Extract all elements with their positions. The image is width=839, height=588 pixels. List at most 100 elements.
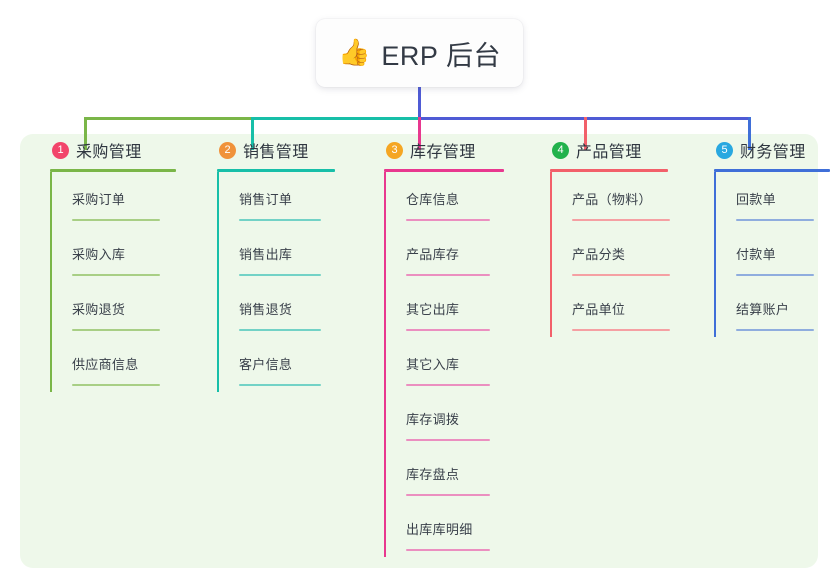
leaf-item[interactable]: 库存盘点 [406, 447, 529, 502]
leaf-label: 供应商信息 [72, 357, 139, 372]
leaf-item[interactable]: 供应商信息 [72, 337, 195, 392]
branch-header-1[interactable]: 1 采购管理 [30, 134, 195, 166]
branch-column-5: 5 财务管理回款单付款单结算账户 [694, 134, 839, 337]
leaf-label: 产品（物料） [572, 192, 652, 207]
branch-header-5[interactable]: 5 财务管理 [694, 134, 839, 166]
leaf-item[interactable]: 其它入库 [406, 337, 529, 392]
branch-title: 财务管理 [740, 144, 806, 161]
branch-spine [550, 172, 552, 337]
leaf-rule [736, 329, 814, 331]
leaf-rule [239, 329, 321, 331]
leaf-item[interactable]: 客户信息 [239, 337, 362, 392]
leaf-rule [239, 274, 321, 276]
leaf-label: 采购退货 [72, 302, 126, 317]
root-node[interactable]: 👍 ERP 后台 [316, 19, 523, 87]
leaf-item[interactable]: 销售出库 [239, 227, 362, 282]
leaf-label: 客户信息 [239, 357, 293, 372]
leaf-label: 库存调拨 [406, 412, 460, 427]
leaf-item[interactable]: 出库库明细 [406, 502, 529, 557]
branch-title: 采购管理 [76, 144, 142, 161]
branch-header-rule [714, 169, 830, 172]
root-title: ERP 后台 [381, 40, 501, 71]
branch-number-badge: 4 [552, 141, 569, 159]
branch-number-badge: 5 [716, 141, 733, 159]
leaf-item[interactable]: 采购订单 [72, 172, 195, 227]
branch-number-badge: 2 [219, 141, 236, 159]
branch-leaf-list: 产品（物料） 产品分类产品单位 [550, 172, 695, 337]
branch-number-badge: 3 [386, 141, 403, 159]
branch-leaf-list: 回款单付款单结算账户 [714, 172, 839, 337]
column-container: 1 采购管理采购订单采购入库采购退货供应商信息 2 销售管理销售订单销售出库销售退货客… [0, 134, 839, 574]
leaf-item[interactable]: 产品分类 [572, 227, 695, 282]
branch-leaf-list: 销售订单销售出库销售退货客户信息 [217, 172, 362, 392]
branch-header-rule [217, 169, 335, 172]
leaf-rule [406, 439, 490, 441]
leaf-rule [736, 219, 814, 221]
leaf-item[interactable]: 结算账户 [736, 282, 839, 337]
leaf-rule [406, 384, 490, 386]
leaf-item[interactable]: 采购退货 [72, 282, 195, 337]
leaf-rule [72, 329, 160, 331]
leaf-item[interactable]: 仓库信息 [406, 172, 529, 227]
leaf-rule [572, 329, 670, 331]
branch-title: 销售管理 [243, 144, 309, 161]
leaf-label: 出库库明细 [406, 522, 473, 537]
leaf-label: 销售退货 [239, 302, 293, 317]
leaf-label: 付款单 [736, 247, 776, 262]
branch-spine [217, 172, 219, 392]
leaf-label: 库存盘点 [406, 467, 460, 482]
branch-column-2: 2 销售管理销售订单销售出库销售退货客户信息 [197, 134, 362, 392]
leaf-item[interactable]: 回款单 [736, 172, 839, 227]
leaf-label: 其它出库 [406, 302, 460, 317]
branch-column-4: 4 产品管理产品（物料） 产品分类产品单位 [530, 134, 695, 337]
leaf-rule [72, 274, 160, 276]
branch-column-3: 3 库存管理仓库信息产品库存其它出库其它入库库存调拨库存盘点出库库明细 [364, 134, 529, 557]
leaf-rule [406, 274, 490, 276]
leaf-label: 销售订单 [239, 192, 293, 207]
leaf-label: 销售出库 [239, 247, 293, 262]
leaf-item[interactable]: 其它出库 [406, 282, 529, 337]
branch-column-1: 1 采购管理采购订单采购入库采购退货供应商信息 [30, 134, 195, 392]
leaf-label: 结算账户 [736, 302, 790, 317]
branch-header-rule [50, 169, 176, 172]
branch-header-2[interactable]: 2 销售管理 [197, 134, 362, 166]
leaf-label: 产品单位 [572, 302, 626, 317]
leaf-rule [736, 274, 814, 276]
leaf-item[interactable]: 销售退货 [239, 282, 362, 337]
leaf-item[interactable]: 库存调拨 [406, 392, 529, 447]
leaf-rule [406, 494, 490, 496]
branch-number-badge: 1 [52, 141, 69, 159]
leaf-rule [239, 384, 321, 386]
branch-leaf-list: 采购订单采购入库采购退货供应商信息 [50, 172, 195, 392]
leaf-item[interactable]: 付款单 [736, 227, 839, 282]
leaf-rule [406, 219, 490, 221]
branch-header-rule [384, 169, 504, 172]
leaf-rule [572, 219, 670, 221]
leaf-item[interactable]: 产品库存 [406, 227, 529, 282]
branch-spine [50, 172, 52, 392]
leaf-item[interactable]: 产品单位 [572, 282, 695, 337]
leaf-label: 产品分类 [572, 247, 626, 262]
leaf-item[interactable]: 采购入库 [72, 227, 195, 282]
branch-leaf-list: 仓库信息产品库存其它出库其它入库库存调拨库存盘点出库库明细 [384, 172, 529, 557]
leaf-label: 其它入库 [406, 357, 460, 372]
thumbs-up-icon: 👍 [338, 38, 371, 68]
branch-spine [384, 172, 386, 557]
root-node-content: 👍 ERP 后台 [338, 34, 501, 73]
leaf-rule [239, 219, 321, 221]
leaf-rule [406, 549, 490, 551]
branch-header-rule [550, 169, 668, 172]
branch-title: 产品管理 [576, 144, 642, 161]
leaf-item[interactable]: 产品（物料） [572, 172, 695, 227]
branch-header-4[interactable]: 4 产品管理 [530, 134, 695, 166]
leaf-label: 采购订单 [72, 192, 126, 207]
leaf-label: 产品库存 [406, 247, 460, 262]
leaf-rule [406, 329, 490, 331]
branch-title: 库存管理 [410, 144, 476, 161]
branch-header-3[interactable]: 3 库存管理 [364, 134, 529, 166]
leaf-label: 采购入库 [72, 247, 126, 262]
leaf-rule [72, 384, 160, 386]
leaf-label: 回款单 [736, 192, 776, 207]
leaf-item[interactable]: 销售订单 [239, 172, 362, 227]
